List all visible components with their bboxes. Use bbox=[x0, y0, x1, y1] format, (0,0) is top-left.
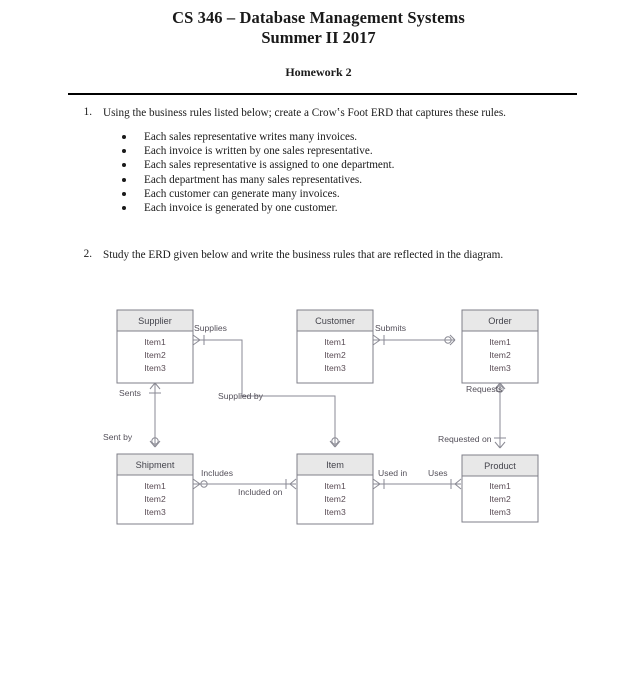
bullet-dot-icon bbox=[122, 206, 126, 211]
document-header: CS 346 – Database Management Systems Sum… bbox=[0, 0, 637, 80]
header-divider bbox=[68, 93, 577, 95]
entity-attribute: Item2 bbox=[144, 494, 166, 504]
question-2-number: 2. bbox=[83, 248, 92, 261]
relationship-label-requested-on: Requested on bbox=[438, 434, 492, 444]
entity-name: Shipment bbox=[136, 460, 175, 470]
entity-order[interactable]: Order Item1 Item2 Item3 bbox=[461, 309, 539, 384]
list-item: Each invoice is generated by one custome… bbox=[122, 201, 637, 215]
business-rule-text: Each customer can generate many invoices… bbox=[144, 187, 340, 200]
entity-name: Product bbox=[484, 461, 516, 471]
crowfoot-item-includedon bbox=[289, 478, 297, 490]
list-item: Each department has many sales represent… bbox=[122, 173, 637, 187]
entity-attribute: Item1 bbox=[324, 481, 346, 491]
entity-attribute: Item3 bbox=[144, 507, 166, 517]
list-item: Each invoice is written by one sales rep… bbox=[122, 144, 637, 158]
crowfoot-order-submits bbox=[449, 334, 456, 346]
relationship-label-included-on: Included on bbox=[238, 487, 283, 497]
relationship-label-sents: Sents bbox=[119, 388, 141, 398]
crowfoot-product-uses bbox=[454, 478, 462, 490]
entity-name: Customer bbox=[315, 316, 355, 326]
business-rule-text: Each sales representative is assigned to… bbox=[144, 159, 395, 172]
entity-shipment[interactable]: Shipment Item1 Item2 Item3 bbox=[116, 453, 194, 525]
entity-item[interactable]: Item Item1 Item2 Item3 bbox=[296, 453, 374, 525]
bullet-dot-icon bbox=[122, 191, 126, 196]
entity-name: Order bbox=[488, 316, 512, 326]
course-term: Summer II 2017 bbox=[261, 28, 376, 47]
question-2-text: Study the ERD given below and write the … bbox=[103, 249, 504, 262]
entity-attribute: Item3 bbox=[324, 507, 346, 517]
crowfoot-shipment-includes bbox=[192, 478, 201, 490]
relationship-label-used-in: Used in bbox=[378, 468, 407, 478]
entity-attribute: Item3 bbox=[144, 363, 166, 373]
crowfoot-shipment-sentby bbox=[149, 440, 161, 448]
entity-attribute: Item1 bbox=[144, 337, 166, 347]
relationship-label-supplies: Supplies bbox=[194, 323, 227, 333]
business-rule-text: Each department has many sales represent… bbox=[144, 173, 363, 186]
entity-attribute: Item2 bbox=[144, 350, 166, 360]
connector-supplies bbox=[200, 339, 336, 447]
entity-attribute: Item2 bbox=[324, 350, 346, 360]
question-1: 1. Using the business rules listed below… bbox=[0, 106, 637, 120]
bullet-dot-icon bbox=[122, 177, 126, 182]
relationship-label-supplied-by: Supplied by bbox=[218, 391, 264, 401]
bullet-dot-icon bbox=[122, 163, 126, 168]
entity-attribute: Item3 bbox=[489, 363, 511, 373]
question-2: 2. Study the ERD given below and write t… bbox=[0, 248, 637, 262]
entity-attribute: Item1 bbox=[489, 337, 511, 347]
relationship-label-sent-by: Sent by bbox=[103, 432, 133, 442]
entity-name: Item bbox=[326, 460, 344, 470]
entity-product[interactable]: Product Item1 Item2 Item3 bbox=[461, 454, 539, 523]
bullet-dot-icon bbox=[122, 149, 126, 154]
crowfoot-item-suppliedby bbox=[329, 440, 341, 448]
crowfoot-supplier-supplies bbox=[192, 334, 201, 346]
list-item: Each customer can generate many invoices… bbox=[122, 187, 637, 201]
business-rules-list: Each sales representative writes many in… bbox=[122, 130, 637, 215]
entity-attribute: Item1 bbox=[144, 481, 166, 491]
crowfoot-product-requestedon bbox=[494, 441, 506, 449]
course-title: CS 346 – Database Management Systems bbox=[172, 8, 465, 27]
business-rule-text: Each sales representative writes many in… bbox=[144, 131, 358, 143]
bullet-dot-icon bbox=[122, 135, 126, 139]
crowfoot-item-usedin bbox=[372, 478, 381, 490]
entity-attribute: Item2 bbox=[324, 494, 346, 504]
business-rule-text: Each invoice is written by one sales rep… bbox=[144, 145, 373, 158]
entity-customer[interactable]: Customer Item1 Item2 Item3 bbox=[296, 309, 374, 384]
entity-attribute: Item2 bbox=[489, 494, 511, 504]
list-item: Each sales representative writes many in… bbox=[122, 130, 637, 144]
entity-attribute: Item1 bbox=[489, 481, 511, 491]
question-1-number: 1. bbox=[83, 106, 92, 118]
relationship-label-includes: Includes bbox=[201, 468, 233, 478]
entity-attribute: Item2 bbox=[489, 350, 511, 360]
relationship-label-requests: Requests bbox=[466, 384, 502, 394]
entity-attribute: Item3 bbox=[324, 363, 346, 373]
list-item: Each sales representative is assigned to… bbox=[122, 158, 637, 172]
relationship-label-submits: Submits bbox=[375, 323, 406, 333]
erd-diagram: Supplier Item1 Item2 Item3 Customer Item… bbox=[0, 295, 637, 555]
assignment-title: Homework 2 bbox=[285, 65, 352, 79]
relationship-label-uses: Uses bbox=[428, 468, 448, 478]
entity-attribute: Item3 bbox=[489, 507, 511, 517]
entity-supplier[interactable]: Supplier Item1 Item2 Item3 bbox=[116, 309, 194, 384]
question-1-text: Using the business rules listed below; c… bbox=[103, 107, 506, 119]
business-rule-text: Each invoice is generated by one custome… bbox=[144, 202, 338, 215]
crowfoot-customer-submits bbox=[372, 334, 381, 346]
questions-section: 1. Using the business rules listed below… bbox=[0, 106, 637, 262]
crowfoot-supplier-sents bbox=[149, 382, 161, 390]
crowfoot-order-requests bbox=[494, 382, 506, 390]
circle-shipment-includes bbox=[200, 480, 208, 488]
entity-attribute: Item1 bbox=[324, 337, 346, 347]
entity-name: Supplier bbox=[138, 316, 172, 326]
